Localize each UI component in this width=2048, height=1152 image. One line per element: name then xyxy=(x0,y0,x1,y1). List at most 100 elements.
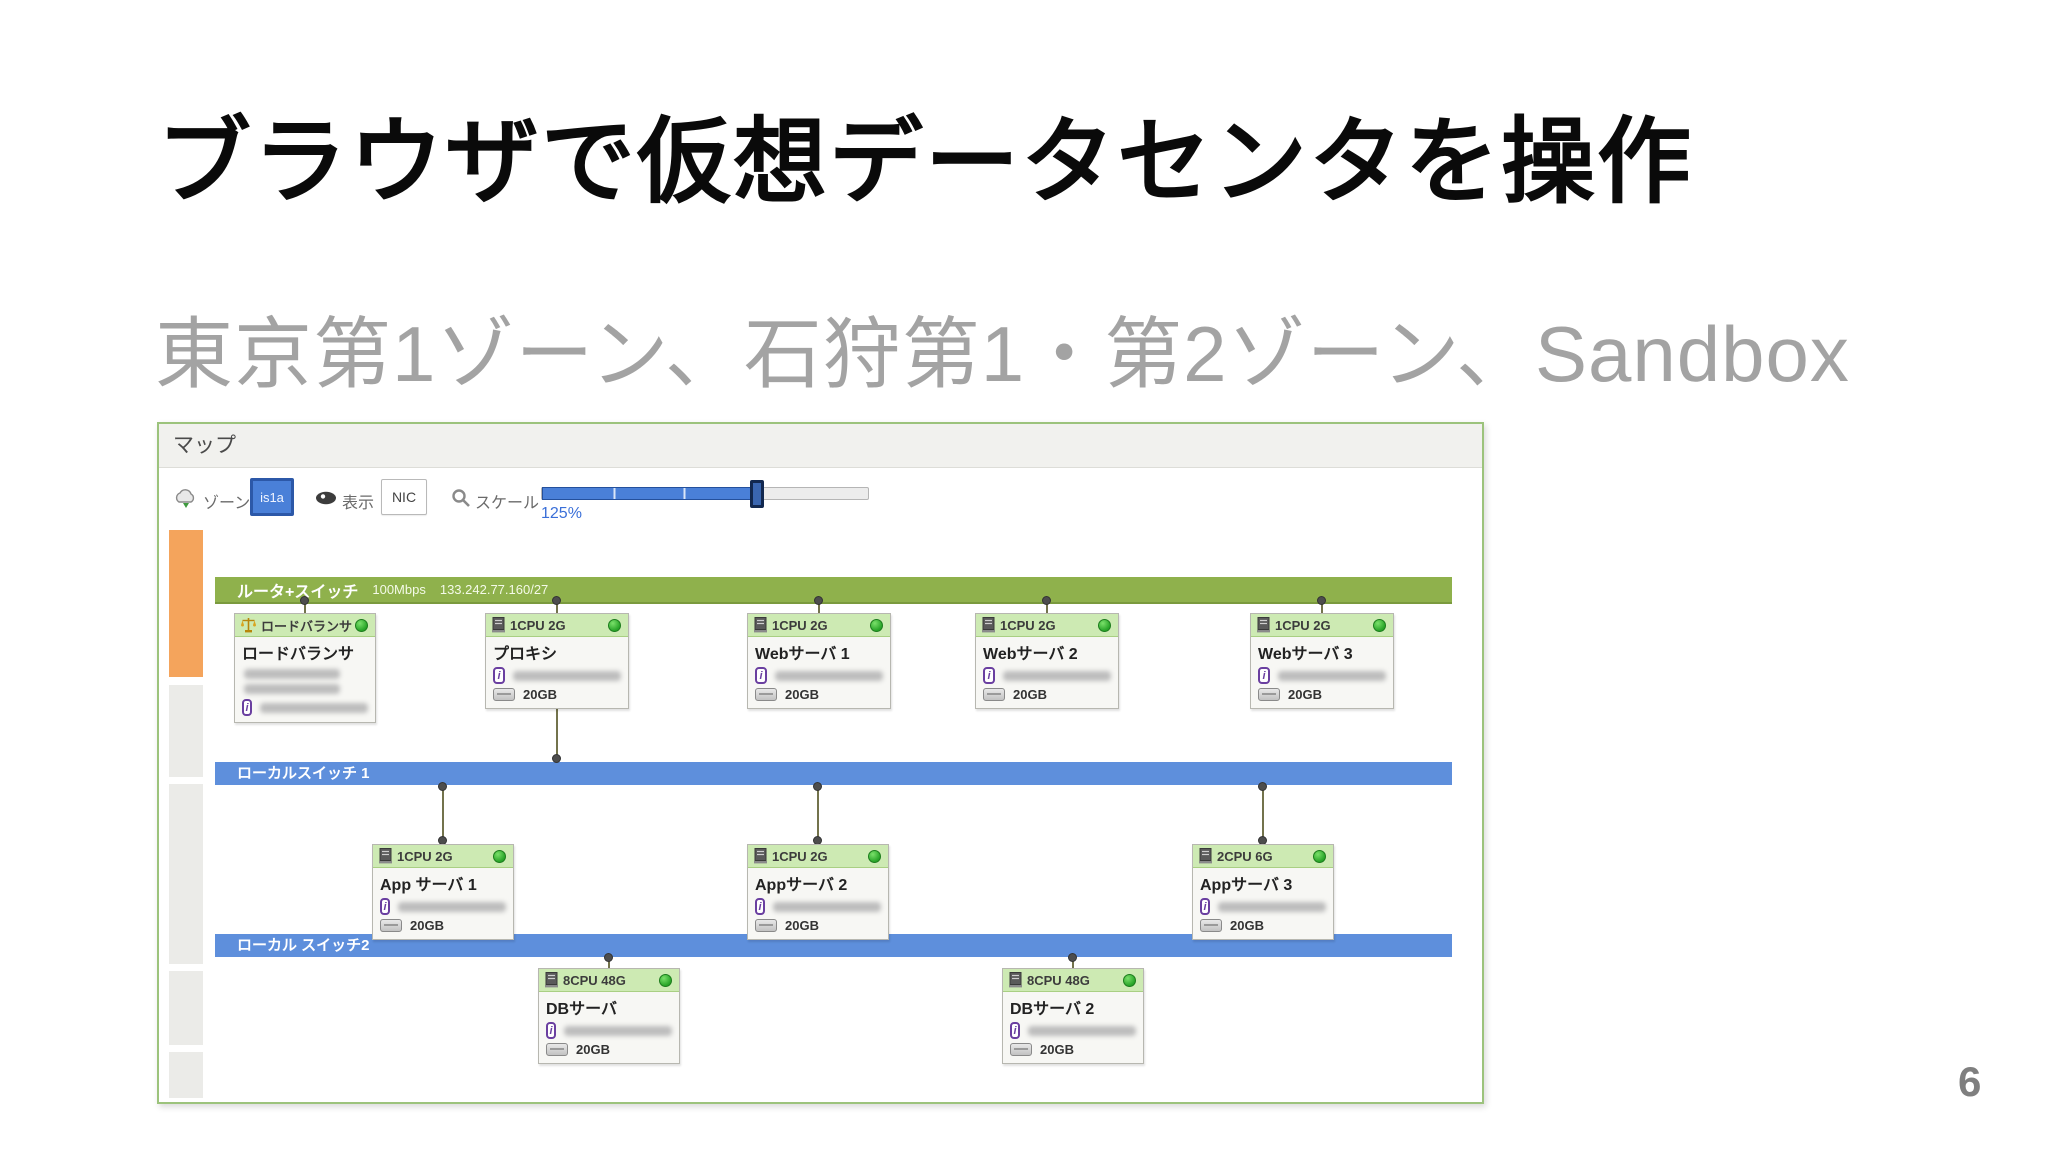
scale-slider[interactable] xyxy=(541,480,869,508)
row-strip-switch1[interactable] xyxy=(169,685,203,777)
node-header: 8CPU 48G xyxy=(1003,969,1143,992)
router-subnet: 133.242.77.160/27 xyxy=(439,582,549,597)
local-switch-1-bar[interactable]: ローカルスイッチ 1 xyxy=(215,762,1452,785)
blurred-info xyxy=(260,702,368,713)
blurred-info xyxy=(1218,901,1326,912)
node-body: プロキシ i 20GB xyxy=(486,637,628,708)
node-title: Appサーバ 2 xyxy=(755,877,848,894)
disk-icon xyxy=(380,919,402,932)
row-strip-bottom[interactable] xyxy=(169,1052,203,1098)
link-switch1-app3 xyxy=(1262,785,1264,844)
node-proxy[interactable]: 1CPU 2G プロキシ i 20GB xyxy=(485,613,629,709)
status-ok-icon xyxy=(1098,619,1111,632)
node-app-server-3[interactable]: 2CPU 6G Appサーバ 3 i 20GB xyxy=(1192,844,1334,940)
node-body: DBサーバ i 20GB xyxy=(539,992,679,1063)
node-body: Appサーバ 3 i 20GB xyxy=(1193,868,1333,939)
node-header-label: 1CPU 2G xyxy=(772,617,828,633)
router-bandwidth: 100Mbps xyxy=(372,582,426,597)
local-switch-1-label: ローカルスイッチ 1 xyxy=(237,765,370,782)
row-strip-router[interactable] xyxy=(169,530,203,677)
server-icon xyxy=(982,617,995,633)
map-panel-title: マップ xyxy=(173,434,236,457)
link-dot xyxy=(438,782,447,791)
node-web-server-3[interactable]: 1CPU 2G Webサーバ 3 i 20GB xyxy=(1250,613,1394,709)
disk-icon xyxy=(755,919,777,932)
disk-icon xyxy=(1258,688,1280,701)
info-icon: i xyxy=(1200,898,1210,915)
scale-slider-handle[interactable] xyxy=(750,480,765,508)
status-ok-icon xyxy=(659,974,672,987)
server-icon xyxy=(492,617,505,633)
blurred-ip-line xyxy=(244,669,340,679)
disk-size: 20GB xyxy=(785,918,819,933)
zone-select-button[interactable]: is1a xyxy=(250,478,294,516)
node-body: Webサーバ 2 i 20GB xyxy=(976,637,1118,708)
disk-icon xyxy=(546,1043,568,1056)
node-header-label: ロードバランサ xyxy=(261,618,353,634)
node-header: ロードバランサ xyxy=(235,614,375,637)
info-icon: i xyxy=(1258,667,1270,684)
page-number: 6 xyxy=(1958,1058,1982,1105)
node-title: App サーバ 1 xyxy=(380,877,477,894)
node-web-server-2[interactable]: 1CPU 2G Webサーバ 2 i 20GB xyxy=(975,613,1119,709)
link-dot xyxy=(813,782,822,791)
node-title: Webサーバ 3 xyxy=(1258,646,1353,663)
link-router-proxy xyxy=(556,600,558,614)
info-row: i xyxy=(242,699,368,716)
server-icon xyxy=(1199,848,1212,864)
status-ok-icon xyxy=(1313,850,1326,863)
node-load-balancer[interactable]: ロードバランサ ロードバランサ i xyxy=(234,613,376,723)
info-row: i xyxy=(1258,667,1386,684)
link-router-web1 xyxy=(818,600,820,614)
disk-row: 20GB xyxy=(380,918,506,933)
node-web-server-1[interactable]: 1CPU 2G Webサーバ 1 i 20GB xyxy=(747,613,891,709)
blurred-info xyxy=(775,670,883,681)
info-row: i xyxy=(755,667,883,684)
node-app-server-2[interactable]: 1CPU 2G Appサーバ 2 i 20GB xyxy=(747,844,889,940)
node-header-label: 1CPU 2G xyxy=(772,848,828,864)
server-icon xyxy=(545,972,558,988)
node-db-server-1[interactable]: 8CPU 48G DBサーバ i 20GB xyxy=(538,968,680,1064)
disk-size: 20GB xyxy=(1288,687,1322,702)
info-icon: i xyxy=(546,1022,556,1039)
disk-icon xyxy=(983,688,1005,701)
node-app-server-1[interactable]: 1CPU 2G App サーバ 1 i 20GB xyxy=(372,844,514,940)
info-row: i xyxy=(380,898,506,915)
disk-icon xyxy=(1200,919,1222,932)
node-title: Webサーバ 1 xyxy=(755,646,850,663)
local-switch-2-bar[interactable]: ローカル スイッチ2 xyxy=(215,934,1452,957)
nic-toggle-button[interactable]: NIC xyxy=(381,479,427,515)
node-db-server-2[interactable]: 8CPU 48G DBサーバ 2 i 20GB xyxy=(1002,968,1144,1064)
cloud-zone-icon xyxy=(175,489,195,508)
map-toolbar: ゾーン is1a 表示 NIC スケール 125% xyxy=(159,469,1482,529)
router-switch-label: ルータ+スイッチ xyxy=(237,583,359,601)
info-icon: i xyxy=(242,699,252,716)
info-icon: i xyxy=(755,898,765,915)
node-body: DBサーバ 2 i 20GB xyxy=(1003,992,1143,1063)
map-panel: マップ ゾーン is1a 表示 NIC スケール xyxy=(157,422,1484,1104)
magnifier-icon xyxy=(452,489,470,507)
node-header: 1CPU 2G xyxy=(1251,614,1393,637)
disk-row: 20GB xyxy=(983,687,1111,702)
node-title: ロードバランサ xyxy=(242,646,355,663)
node-title: DBサーバ xyxy=(546,1001,617,1018)
scale-value: 125% xyxy=(541,505,582,522)
disk-icon xyxy=(493,688,515,701)
link-dot xyxy=(300,596,309,605)
link-switch1-app1 xyxy=(442,785,444,844)
server-icon xyxy=(754,848,767,864)
blurred-info xyxy=(1028,1025,1136,1036)
link-dot xyxy=(552,754,561,763)
row-strip-db[interactable] xyxy=(169,971,203,1045)
status-ok-icon xyxy=(608,619,621,632)
router-switch-bar[interactable]: ルータ+スイッチ 100Mbps 133.242.77.160/27 xyxy=(215,577,1452,604)
row-strip-app[interactable] xyxy=(169,784,203,964)
slide-title: ブラウザで仮想データセンタを操作 xyxy=(157,109,1694,214)
scale-slider-fill xyxy=(542,487,758,500)
link-dot xyxy=(1068,953,1077,962)
disk-size: 20GB xyxy=(1230,918,1264,933)
disk-size: 20GB xyxy=(1040,1042,1074,1057)
node-body: Appサーバ 2 i 20GB xyxy=(748,868,888,939)
disk-size: 20GB xyxy=(523,687,557,702)
node-header: 2CPU 6G xyxy=(1193,845,1333,868)
